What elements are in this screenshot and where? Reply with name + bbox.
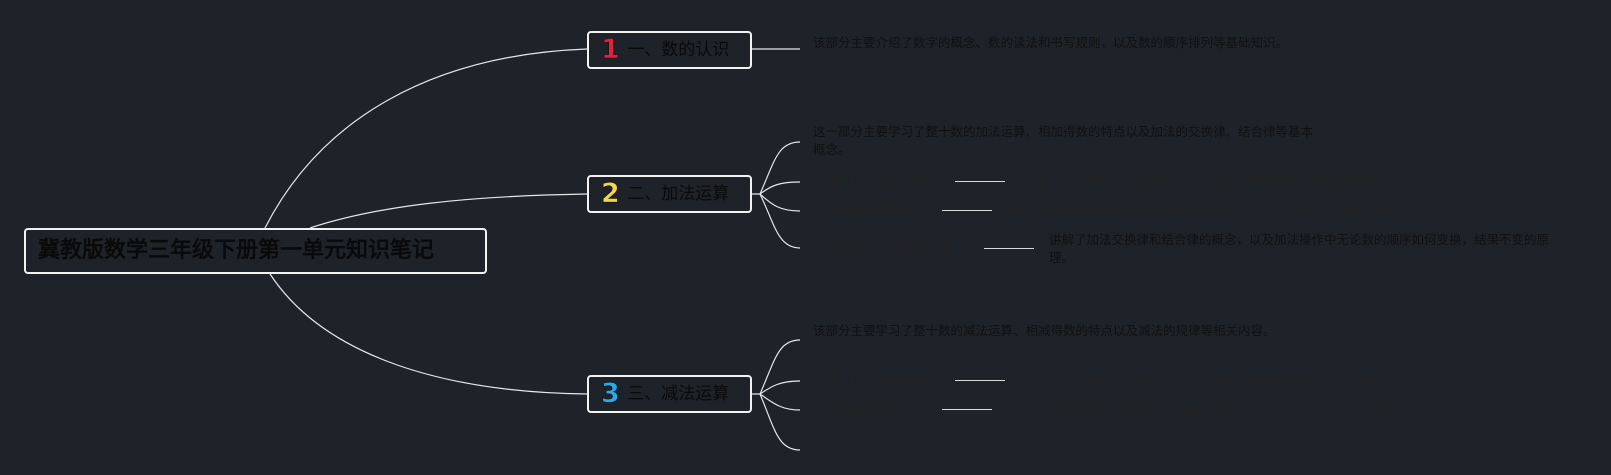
branch-2-item-1-title: 1. 整十数的加法运算 xyxy=(813,174,929,189)
branch-2-item-3-connector xyxy=(984,248,1034,249)
branch-2-item-3-title: 3. 加法的交换律和结合律 xyxy=(813,241,954,256)
branch-node-1[interactable]: 1 一、数的认识 xyxy=(587,31,752,69)
branch-node-3[interactable]: 3 三、减法运算 xyxy=(587,375,752,413)
branch-2-item-1-detail: 介绍了整十数的加法运算方法，以及通过数轴图示进行整十数的加法。 xyxy=(1022,174,1410,189)
root-to-branch-1-line xyxy=(264,48,588,229)
root-node[interactable]: 冀教版数学三年级下册第一单元知识笔记 xyxy=(24,228,487,274)
branch-3-item-1-detail: 介绍了整十数的减法运算方法，以及通过数轴图示进行整十数的减法。 xyxy=(1022,373,1410,388)
branch-3-fan-empty xyxy=(759,393,801,451)
branch-3-item-2-connector xyxy=(942,409,992,410)
branch-3-item-1-connector xyxy=(955,380,1005,381)
branch-3-item-2-title: 2. 相减得数的特点 xyxy=(813,402,917,417)
branch-2-number: 2 xyxy=(601,178,620,210)
branch-3-item-1-title: 1. 整十数的减法运算 xyxy=(813,373,929,388)
branch-2-fan-item-1 xyxy=(759,181,801,195)
branch-2-description: 这一部分主要学习了整十数的加法运算、相加得数的特点以及加法的交换律、结合律等基本… xyxy=(813,124,1314,157)
branch-3-label: 三、减法运算 xyxy=(627,384,730,404)
branch-2-item-2-connector xyxy=(942,210,992,211)
branch-2-item-3-detail: 讲解了加法交换律和结合律的概念，以及加法操作中无论数的顺序如何变换，结果不变的原… xyxy=(1049,232,1550,265)
branch-1-description: 该部分主要介绍了数字的概念、数的读法和书写规则，以及数的顺序排列等基础知识。 xyxy=(813,35,1289,50)
branch-2-item-2-detail: 探讨了相加得数的末尾数字与相加数的关系，加1、加2、加3等的规律。 xyxy=(1008,203,1407,218)
branch-3-number: 3 xyxy=(601,378,620,410)
root-to-branch-2-line xyxy=(309,193,588,229)
branch-1-label: 一、数的认识 xyxy=(627,40,730,60)
branch-node-2[interactable]: 2 二、加法运算 xyxy=(587,175,752,213)
branch-3-description: 该部分主要学习了整十数的减法运算、相减得数的特点以及减法的规律等相关内容。 xyxy=(813,323,1276,338)
branch-2-item-2-title: 2. 相加得数的特点 xyxy=(813,203,917,218)
root-title: 冀教版数学三年级下册第一单元知识笔记 xyxy=(38,238,435,263)
branch-2-fan-item-3 xyxy=(759,193,801,249)
branch-2-item-1-connector xyxy=(955,181,1005,182)
branch-2-label: 二、加法运算 xyxy=(627,184,730,204)
branch-3-fan-item-2 xyxy=(759,393,801,411)
branch-3-fan-desc xyxy=(752,339,801,395)
branch-1-number: 1 xyxy=(601,34,620,66)
branch-2-fan-item-2 xyxy=(759,193,801,212)
branch-2-fan-desc xyxy=(752,141,801,195)
branch-3-fan-item-1 xyxy=(759,380,801,395)
branch-3-item-2-detail: 讨论了相减得数的末尾数字与相减数的关系，减1、减2、减3等的规律。 xyxy=(1008,402,1407,417)
root-to-branch-3-line xyxy=(269,273,588,395)
